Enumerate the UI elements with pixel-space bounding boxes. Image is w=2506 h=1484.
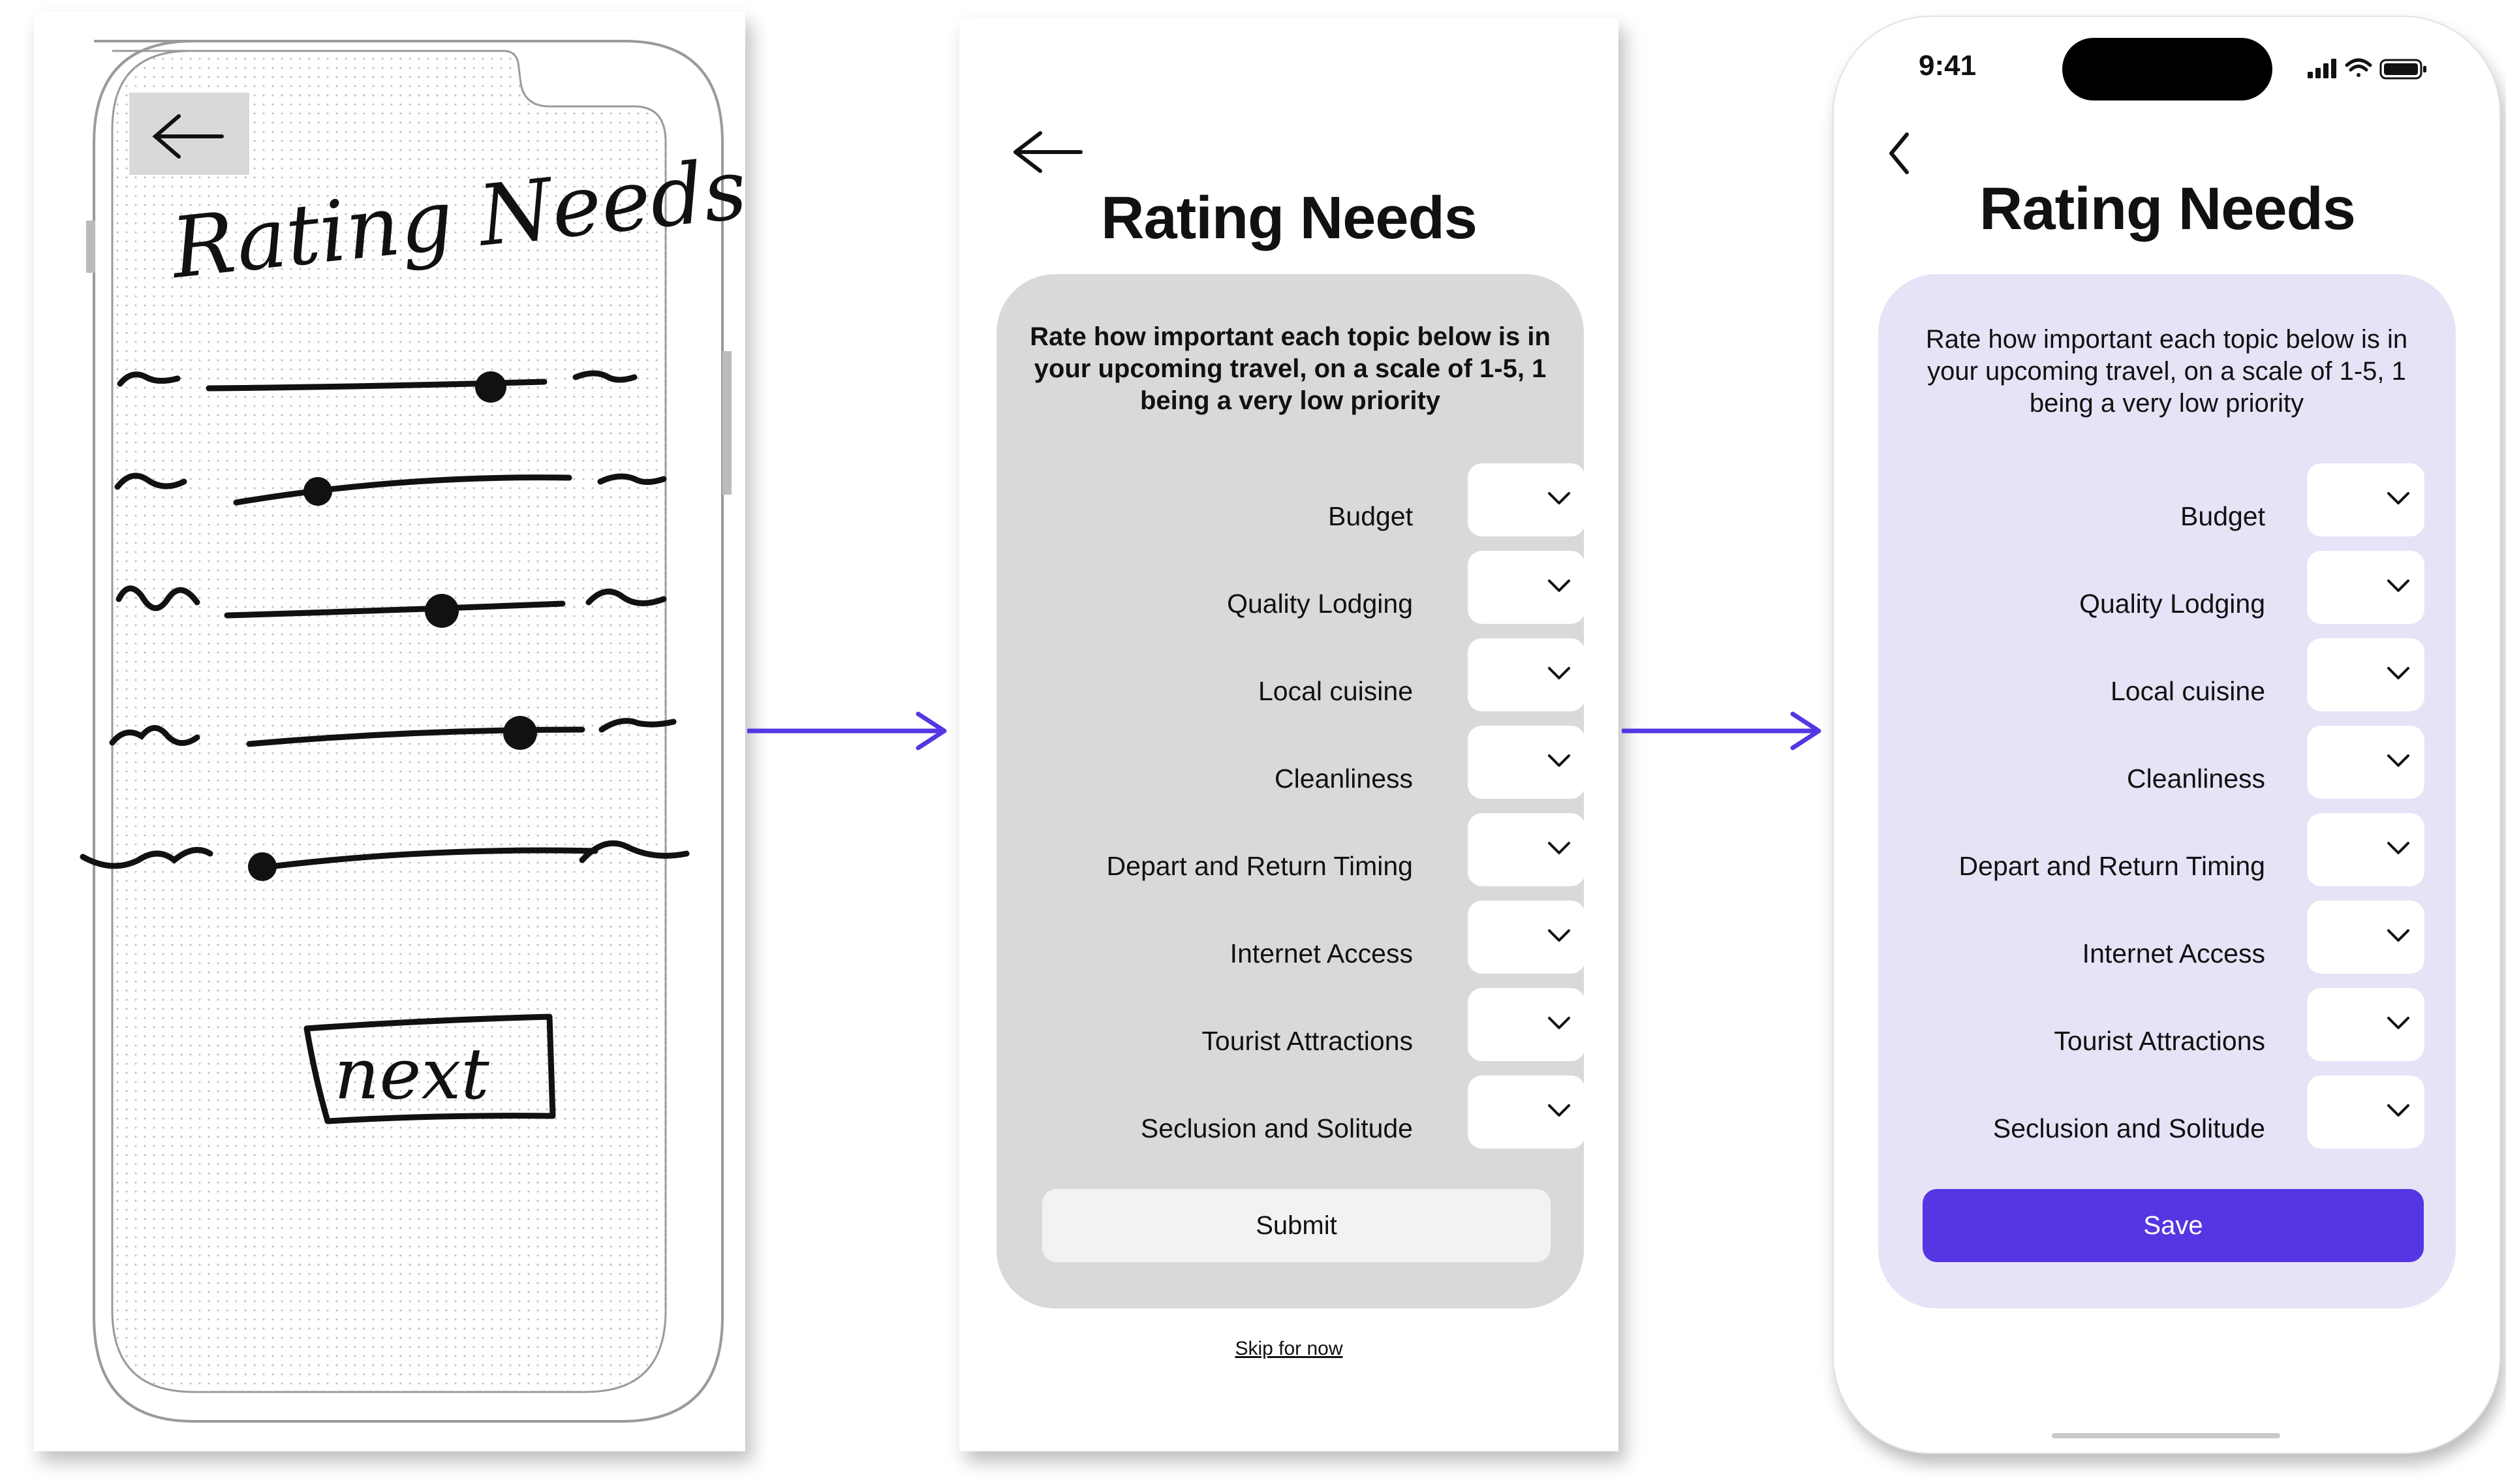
status-time: 9:41 [1919,50,1977,82]
rating-select[interactable] [2307,551,2424,624]
arrow-right-icon [1622,711,1821,750]
chevron-left-icon[interactable] [1886,131,1912,176]
topic-label: Quality Lodging [2079,589,2265,619]
topic-label: Internet Access [1230,938,1413,968]
sketch-phone-outline [93,40,724,1423]
chevron-down-icon [1548,754,1570,767]
rating-select[interactable] [1468,726,1585,799]
topic-label: Seclusion and Solitude [1992,1113,2265,1143]
chevron-down-icon [1548,1017,1570,1029]
arrow-left-icon[interactable] [1012,131,1083,174]
rating-select[interactable] [1468,638,1585,711]
sketch-next-button [303,1013,556,1124]
rating-select[interactable] [1468,901,1585,974]
rating-select[interactable] [2307,813,2424,886]
status-icons [2308,58,2426,80]
sketch-slider-knobs [248,371,537,881]
arrow-left-icon [152,114,224,159]
chevron-down-icon [1548,667,1570,679]
home-indicator [2052,1433,2280,1438]
instruction-text: Rate how important each topic below is i… [1030,322,1551,415]
topic-label: Internet Access [2082,938,2265,968]
wifi-icon [2345,58,2372,77]
instruction-text: Rate how important each topic below is i… [1925,325,2408,418]
rating-select[interactable] [2307,726,2424,799]
save-button[interactable]: Save [1923,1189,2424,1262]
topic-label: Budget [2180,501,2265,531]
submit-button[interactable]: Submit [1042,1189,1551,1262]
cellular-signal-icon [2308,59,2336,78]
rating-select[interactable] [2307,638,2424,711]
chevron-down-icon [1548,842,1570,854]
topic-label: Depart and Return Timing [1958,851,2265,881]
chevron-down-icon [1548,492,1570,504]
rating-select[interactable] [1468,813,1585,886]
topic-label: Cleanliness [1275,764,1413,794]
page-title: Rating Needs [1979,176,2356,242]
topic-label: Local cuisine [2110,676,2265,706]
topic-label: Tourist Attractions [2054,1026,2265,1056]
sketch-back-button [129,93,249,175]
rating-select[interactable] [2307,1075,2424,1149]
rating-select[interactable] [1468,988,1585,1061]
rating-select[interactable] [2307,988,2424,1061]
topic-label: Local cuisine [1258,676,1413,706]
chevron-down-icon [2387,1017,2409,1029]
topic-label: Budget [1328,501,1413,531]
chevron-down-icon [2387,492,2409,504]
skip-link[interactable]: Skip for now [1235,1338,1343,1359]
sketch-next-label: next [334,1034,489,1115]
chevron-down-icon [2387,580,2409,592]
chevron-down-icon [2387,754,2409,767]
rating-select[interactable] [1468,463,1585,536]
chevron-down-icon [1548,929,1570,942]
chevron-down-icon [2387,929,2409,942]
topic-label: Quality Lodging [1227,589,1413,619]
topic-label: Cleanliness [2127,764,2265,794]
rating-select[interactable] [2307,901,2424,974]
rating-select[interactable] [1468,551,1585,624]
battery-icon [2379,59,2426,80]
chevron-down-icon [1548,1104,1570,1117]
chevron-down-icon [2387,667,2409,679]
dynamic-island [2062,38,2272,100]
topic-label: Tourist Attractions [1201,1026,1413,1056]
rating-select[interactable] [2307,463,2424,536]
topic-label: Seclusion and Solitude [1140,1113,1413,1143]
sketch-drawing: Rating Needs next [80,40,745,1423]
chevron-down-icon [2387,842,2409,854]
chevron-down-icon [2387,1104,2409,1117]
chevron-down-icon [1548,580,1570,592]
topic-label: Depart and Return Timing [1106,851,1413,881]
arrow-right-icon [747,711,947,750]
rating-select[interactable] [1468,1075,1585,1149]
page-title: Rating Needs [1101,185,1477,251]
